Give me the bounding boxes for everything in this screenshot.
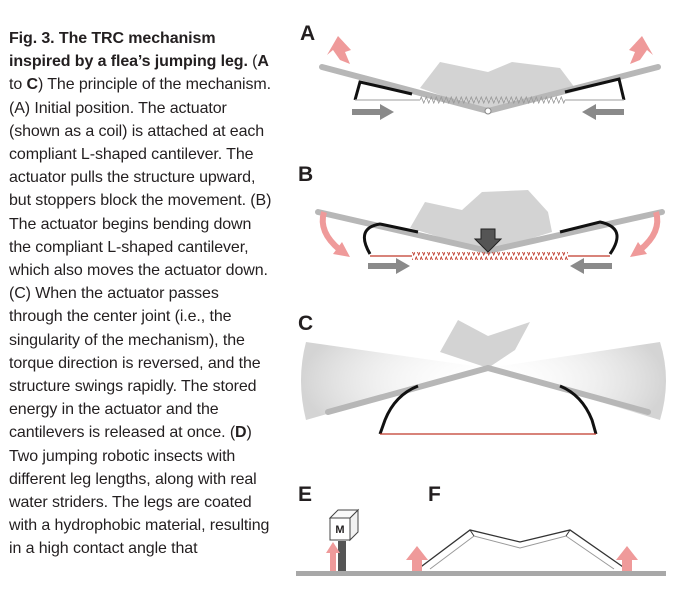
panel-b-arrowhead-left — [333, 242, 350, 257]
panel-c-center-block — [440, 320, 530, 368]
panel-f-arrow-up-right — [616, 546, 638, 571]
panel-f-leg-inner — [429, 535, 615, 570]
panel-a-left-cantilever — [353, 80, 413, 101]
caption-text-2: to — [9, 76, 27, 94]
panel-label-f: F — [428, 483, 441, 506]
panel-label-e: E — [298, 483, 313, 506]
panel-f-joint-right — [565, 529, 571, 537]
panel-a-arrow-left — [582, 104, 624, 120]
panel-f-arrow-up-left — [406, 546, 428, 571]
panel-c-diagram — [301, 320, 666, 435]
panel-c-right-cantilever — [559, 384, 598, 435]
panel-c-left-cantilever — [378, 384, 419, 435]
panel-c-swing-right — [488, 342, 666, 420]
panel-e-water-surface — [296, 571, 666, 576]
panel-b-right-beam — [485, 209, 665, 254]
panel-f-diagram — [406, 529, 638, 571]
caption-ref-a: A — [257, 53, 269, 71]
panel-b-arrow-right — [368, 258, 410, 274]
panel-e-diagram: M — [296, 508, 666, 576]
caption-text-4: ) Two jumping robotic insects with diffe… — [9, 424, 270, 558]
panel-a-arrow-up-left — [327, 36, 351, 64]
caption-title: The TRC mechanism inspired by a flea’s j… — [9, 30, 248, 71]
panel-b-arrow-down-center — [473, 228, 503, 253]
panel-label-c: C — [298, 312, 314, 335]
panel-f-joint-left — [469, 529, 475, 537]
panel-b-actuator-coil — [412, 252, 568, 260]
panel-e-motor-cube — [329, 517, 351, 541]
panel-a-arrow-right — [352, 104, 394, 120]
panel-e-motor-label: M — [335, 524, 344, 536]
caption-ref-c: C — [26, 76, 39, 94]
panel-a-right-cantilever — [564, 77, 626, 101]
panel-b-left-cantilever — [362, 222, 419, 255]
panel-a-actuator-coil — [420, 96, 565, 104]
panel-b-arrow-curve-left — [319, 211, 342, 253]
panel-b-diagram — [315, 190, 665, 274]
caption-fig-label: Fig. 3. — [9, 30, 55, 47]
caption-text-1: ( — [247, 53, 258, 71]
panel-b-arrowhead-right — [630, 242, 647, 257]
panel-e-arrow-up — [326, 542, 340, 571]
figure-caption: Fig. 3. The TRC mechanism inspired by a … — [9, 27, 274, 561]
panel-a-center-joint — [484, 107, 492, 115]
panel-f-leg-outer — [417, 529, 627, 570]
panel-b-arrow-left — [570, 258, 612, 274]
panel-a-diagram — [319, 36, 661, 120]
panel-b-arrow-curve-right — [638, 211, 661, 253]
caption-ref-d: D — [235, 424, 247, 442]
panel-c-swing-left — [301, 342, 488, 420]
panel-label-a: A — [300, 22, 316, 45]
panel-b-right-cantilever — [559, 220, 619, 255]
panel-a-arrow-up-right — [629, 36, 653, 64]
panel-a-center-block — [420, 62, 575, 112]
caption-text-3: ) The principle of the mechanism. (A) In… — [9, 76, 272, 442]
panel-e-actuator-coil — [338, 541, 346, 571]
panel-b-left-beam — [315, 209, 491, 254]
panel-label-b: B — [298, 163, 314, 186]
panel-b-center-block — [410, 190, 552, 252]
